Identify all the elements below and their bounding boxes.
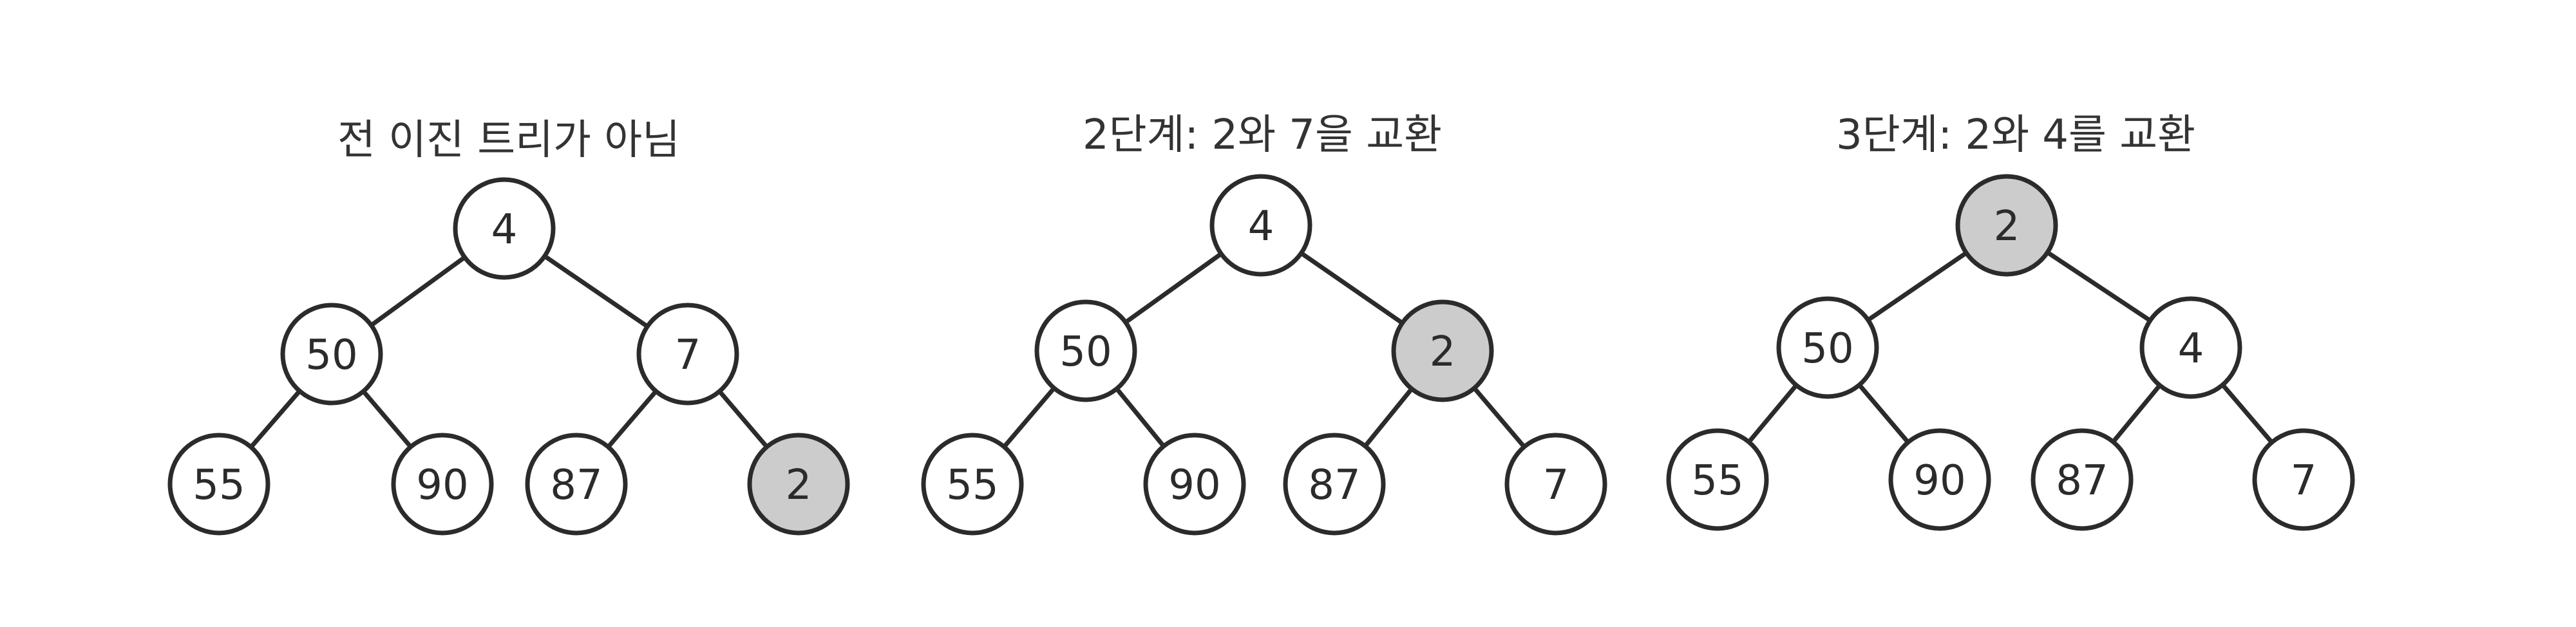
tree-edge [1114,386,1166,449]
tree-node: 4 [1209,174,1312,277]
node-value: 55 [193,462,245,509]
node-value: 50 [1059,328,1112,376]
tree-node: 87 [525,433,628,536]
tree-edge [1747,382,1799,445]
node-value: 87 [2056,457,2108,505]
node-value: 7 [675,332,701,379]
node-value: 4 [2178,325,2204,373]
node-value: 90 [1913,457,1965,505]
node-value: 2 [1430,328,1456,376]
tree-node: 55 [921,433,1024,536]
tree-edge [361,389,413,449]
tree-node: 2 [747,433,850,536]
tree-node: 87 [2031,428,2134,531]
tree-edge [368,255,468,328]
tree-edge [1472,386,1527,449]
tree-panel: 2단계: 2와 7을 교환 4 50 2 55 90 87 7 [921,111,1607,536]
tree-edge [1001,386,1057,449]
tree-node: 2 [1955,174,2058,277]
node-value: 90 [1168,462,1220,509]
tree-edge [249,388,302,450]
highlighted-node-circle [1955,174,2058,277]
tree-panel: 전 이진 트리가 아님 4 50 7 55 90 87 2 [167,117,850,536]
node-circle [167,433,270,536]
node-value: 7 [2291,457,2317,505]
tree-node: 50 [1776,296,1879,399]
tree-edge [1299,250,1405,326]
node-circle [280,303,383,406]
node-value: 55 [1691,457,1743,505]
tree-edge [2110,383,2163,444]
tree-node: 4 [2139,296,2242,399]
node-value: 90 [416,462,468,509]
node-circle [525,433,628,536]
tree-node: 50 [280,303,383,406]
tree-node: 55 [1666,428,1769,531]
panel-title: 전 이진 트리가 아님 [337,117,680,164]
node-value: 50 [1801,325,1853,373]
node-value: 7 [1543,462,1569,509]
node-value: 4 [1248,203,1274,250]
panel-title: 2단계: 2와 7을 교환 [1083,111,1442,159]
node-circle [1034,299,1137,402]
highlighted-node-circle [1391,299,1494,402]
node-value: 2 [786,462,812,509]
node-value: 50 [305,332,357,379]
node-value: 4 [491,206,518,254]
tree-node: 50 [1034,299,1137,402]
tree-edge [1857,382,1911,445]
node-circle [1666,428,1769,531]
tree-node: 2 [1391,299,1494,402]
tree-node: 55 [167,433,270,536]
node-circle [1209,174,1312,277]
tree-node: 90 [1888,428,1991,531]
node-circle [1776,296,1879,399]
node-circle [391,433,494,536]
tree-node: 7 [636,303,739,406]
tree-node: 90 [391,433,494,536]
tree-edge [717,389,770,449]
tree-node: 7 [1504,433,1607,536]
tree-node: 7 [2252,428,2355,531]
node-value: 87 [1308,462,1360,509]
tree-edge [1123,251,1224,325]
tree-edge [542,254,650,329]
panel-title: 3단계: 2와 4를 교환 [1836,111,2195,159]
node-circle [2031,428,2134,531]
tree-edge [1363,386,1414,449]
tree-node: 90 [1143,433,1246,536]
highlighted-node-circle [747,433,850,536]
node-value: 55 [946,462,998,509]
tree-panel: 3단계: 2와 4를 교환 2 50 4 55 90 87 7 [1666,111,2355,531]
node-circle [636,303,739,406]
tree-edge [2045,250,2153,323]
tree-edge [2220,382,2275,445]
node-circle [2139,296,2242,399]
node-circle [1283,433,1386,536]
node-circle [921,433,1024,536]
tree-edge [1866,250,1969,323]
tree-node: 4 [453,177,556,280]
node-circle [1888,428,1991,531]
node-value: 2 [1994,203,2020,250]
tree-node: 87 [1283,433,1386,536]
node-circle [1143,433,1246,536]
tree-edge [605,389,659,449]
node-value: 87 [550,462,602,509]
node-circle [1504,433,1607,536]
node-circle [2252,428,2355,531]
node-circle [453,177,556,280]
